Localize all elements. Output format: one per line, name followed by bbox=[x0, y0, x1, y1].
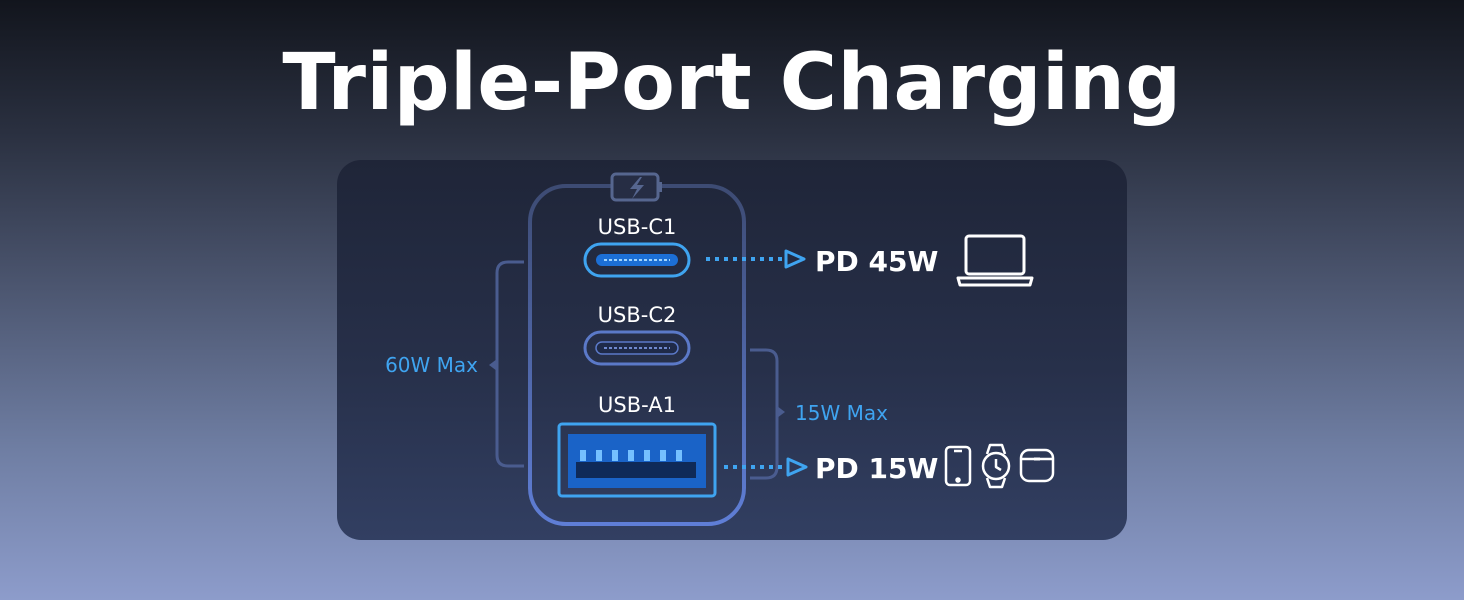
usb-c2-port bbox=[583, 330, 691, 366]
port-label-usb-a1: USB-A1 bbox=[598, 393, 676, 417]
usb-c1-port bbox=[583, 242, 691, 278]
usb-a1-output-label: PD 15W bbox=[815, 452, 938, 485]
total-power-bracket bbox=[489, 260, 524, 468]
port-label-usb-c2: USB-C2 bbox=[598, 303, 677, 327]
page-title: Triple-Port Charging bbox=[282, 38, 1182, 128]
battery-charging-icon bbox=[610, 172, 662, 202]
usb-c1-output-label: PD 45W bbox=[815, 245, 938, 278]
phone-icon bbox=[944, 445, 972, 487]
total-power-label: 60W Max bbox=[385, 353, 478, 377]
earbuds-case-icon bbox=[1019, 448, 1055, 483]
usb-a1-port bbox=[557, 422, 717, 498]
shared-power-label: 15W Max bbox=[795, 401, 888, 425]
watch-icon bbox=[981, 443, 1011, 489]
usb-c1-output-arrow bbox=[706, 249, 806, 269]
port-label-usb-c1: USB-C1 bbox=[598, 215, 677, 239]
shared-power-bracket bbox=[750, 348, 785, 480]
diagram-panel bbox=[337, 160, 1127, 540]
usb-a1-output-arrow bbox=[724, 457, 808, 477]
laptop-icon bbox=[956, 234, 1034, 287]
